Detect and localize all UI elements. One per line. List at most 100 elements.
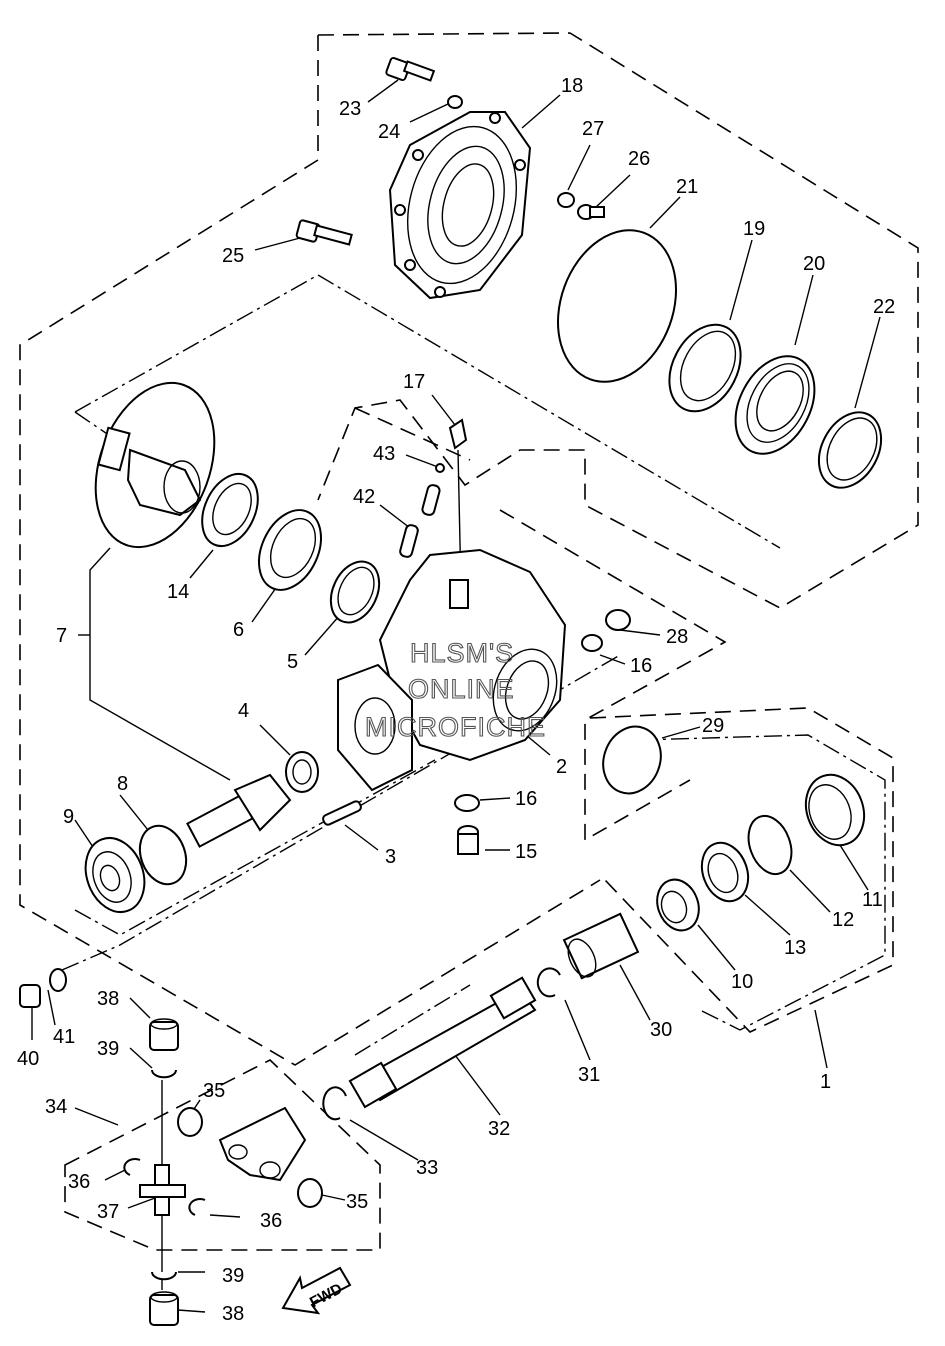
part-39-circlip-lower: [151, 1271, 177, 1281]
part-33-circlip: [322, 1086, 347, 1121]
callout-15: 15: [515, 841, 537, 863]
part-14-bolt-plate: [201, 472, 259, 548]
callout-1: 1: [820, 1071, 831, 1093]
part-35-bearing-cup-lower: [297, 1178, 323, 1208]
part-26-screw: [577, 204, 605, 220]
callout-3: 3: [385, 846, 396, 868]
part-36-circlip-right: [188, 1198, 206, 1216]
callout-38-lower: 38: [222, 1303, 244, 1325]
part-22-shim: [817, 411, 883, 489]
part-19-oil-seal: [668, 323, 742, 413]
callout-42: 42: [353, 486, 375, 508]
part-30-bearing: [562, 912, 640, 980]
part-38-bearing-upper: [149, 1018, 179, 1051]
callout-16-lower: 16: [515, 788, 537, 810]
forward-direction-arrow: FWD: [281, 1266, 352, 1315]
callout-28: 28: [666, 626, 688, 648]
part-12-o-ring: [747, 814, 793, 876]
callout-25: 25: [222, 245, 244, 267]
callout-labels: 1 2 3 4 5 6 7 8 9 10 11 12 13 14 15 16 1…: [17, 75, 895, 1325]
part-31-circlip: [536, 967, 561, 998]
callout-36-right: 36: [260, 1210, 282, 1232]
callout-40: 40: [17, 1048, 39, 1070]
part-10-bearing: [656, 878, 700, 932]
part-8-shim: [138, 824, 188, 886]
callout-19: 19: [743, 218, 765, 240]
part-42-pipe: [399, 484, 441, 558]
callout-39-upper: 39: [97, 1038, 119, 1060]
callout-6: 6: [233, 619, 244, 641]
part-25-bolt: [295, 219, 353, 246]
callout-35-upper: 35: [203, 1080, 225, 1102]
part-15-plug: [457, 825, 479, 855]
part-6-bearing: [258, 509, 322, 591]
part-37-spider: [139, 1164, 186, 1216]
callout-10: 10: [731, 971, 753, 993]
part-20-bearing: [734, 355, 816, 455]
part-43-clip: [435, 463, 445, 473]
callout-37: 37: [97, 1201, 119, 1223]
group-boundaries: [19, 32, 919, 1251]
part-7-ring-gear: [94, 381, 216, 549]
callout-33: 33: [416, 1157, 438, 1179]
callout-29: 29: [702, 715, 724, 737]
callout-2: 2: [556, 756, 567, 778]
callout-30: 30: [650, 1019, 672, 1041]
callout-9: 9: [63, 806, 74, 828]
callout-16-upper: 16: [630, 655, 652, 677]
part-39-circlip-upper: [151, 1069, 177, 1079]
callout-8: 8: [117, 773, 128, 795]
callout-12: 12: [832, 909, 854, 931]
part-17-breather: [448, 418, 468, 591]
callout-23: 23: [339, 98, 361, 120]
callout-41: 41: [53, 1026, 75, 1048]
part-5-shim: [329, 560, 381, 624]
part-7-pinion-gear: [186, 773, 292, 848]
part-28-plug: [605, 609, 631, 631]
callout-24: 24: [378, 121, 400, 143]
part-16-gasket-upper: [581, 634, 603, 652]
callout-39-lower: 39: [222, 1265, 244, 1287]
part-11-ring-nut: [804, 773, 866, 847]
callout-4: 4: [238, 700, 249, 722]
part-29-o-ring: [602, 725, 662, 795]
watermark-line-1: HLSM'S: [410, 638, 514, 668]
part-16-gasket-lower: [454, 794, 480, 812]
callout-20: 20: [803, 253, 825, 275]
part-23-bolt: [385, 56, 436, 82]
callout-13: 13: [784, 937, 806, 959]
callout-38-upper: 38: [97, 988, 119, 1010]
part-38-bearing-lower: [149, 1291, 179, 1326]
callout-5: 5: [287, 651, 298, 673]
part-18-bearing-housing: [388, 111, 532, 300]
part-13-oil-seal: [700, 841, 750, 903]
part-34-yoke: [218, 1106, 307, 1182]
callout-21: 21: [676, 176, 698, 198]
callout-27: 27: [582, 118, 604, 140]
part-9-bearing: [84, 837, 146, 913]
part-2-case: [337, 548, 567, 792]
leader-lines: [31, 79, 881, 1313]
part-21-o-ring: [557, 229, 677, 383]
callout-18: 18: [561, 75, 583, 97]
callout-26: 26: [628, 148, 650, 170]
callout-17: 17: [403, 371, 425, 393]
part-3-stud: [322, 800, 362, 826]
part-4-bearing: [285, 751, 319, 793]
part-32-drive-shaft: [348, 976, 537, 1109]
part-35-bearing-cup-upper: [177, 1107, 203, 1137]
callout-31: 31: [578, 1064, 600, 1086]
callout-34: 34: [45, 1096, 67, 1118]
part-27-washer: [557, 192, 575, 208]
callout-22: 22: [873, 296, 895, 318]
callout-7: 7: [56, 625, 67, 647]
callout-11: 11: [862, 889, 883, 911]
callout-36-left: 36: [68, 1171, 90, 1193]
callout-14: 14: [167, 581, 189, 603]
part-36-circlip-left: [123, 1158, 141, 1176]
watermark-line-3: MICROFICHE: [365, 712, 546, 742]
part-24-washer: [447, 95, 463, 109]
watermark-line-2: ONLINE: [408, 674, 515, 704]
part-41-washer: [49, 968, 67, 992]
